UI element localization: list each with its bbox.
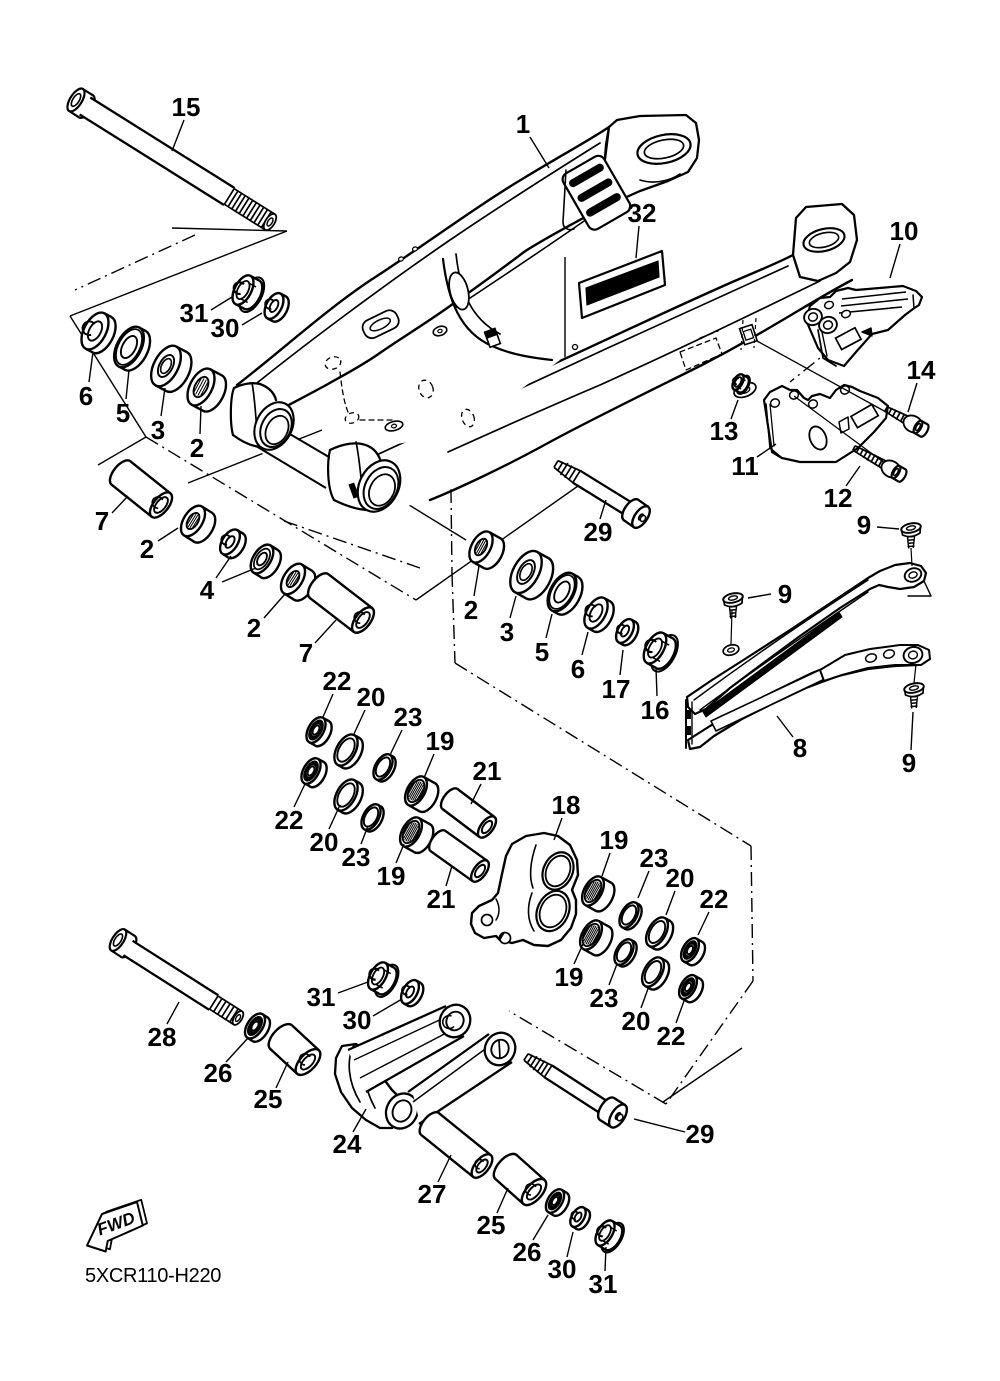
svg-text:25: 25 [254,1084,283,1114]
svg-text:9: 9 [857,510,871,540]
svg-text:21: 21 [427,884,456,914]
svg-text:26: 26 [204,1058,233,1088]
svg-text:20: 20 [310,827,339,857]
svg-text:5: 5 [116,398,130,428]
svg-text:4: 4 [200,575,215,605]
svg-text:2: 2 [140,534,154,564]
svg-text:19: 19 [426,726,455,756]
svg-text:31: 31 [307,982,336,1012]
svg-text:22: 22 [700,884,729,914]
svg-text:16: 16 [641,695,670,725]
svg-text:12: 12 [824,483,853,513]
svg-text:23: 23 [394,702,423,732]
svg-text:8: 8 [793,733,807,763]
svg-text:3: 3 [151,415,165,445]
svg-text:22: 22 [323,666,352,696]
svg-text:25: 25 [477,1210,506,1240]
svg-text:11: 11 [731,451,759,481]
svg-text:3: 3 [500,617,514,647]
svg-text:31: 31 [180,298,209,328]
svg-text:26: 26 [513,1237,542,1267]
svg-text:17: 17 [602,674,631,704]
svg-text:27: 27 [418,1179,447,1209]
svg-text:30: 30 [211,313,240,343]
svg-text:19: 19 [377,861,406,891]
svg-text:19: 19 [600,825,629,855]
svg-text:2: 2 [190,433,204,463]
svg-text:6: 6 [79,381,93,411]
svg-text:28: 28 [148,1022,177,1052]
svg-text:23: 23 [590,983,619,1013]
svg-text:10: 10 [890,216,919,246]
svg-text:15: 15 [172,92,201,122]
svg-text:2: 2 [464,595,478,625]
svg-text:5: 5 [535,637,549,667]
svg-text:9: 9 [778,579,792,609]
svg-text:20: 20 [622,1006,651,1036]
svg-text:31: 31 [589,1269,618,1299]
svg-text:22: 22 [275,805,304,835]
svg-text:7: 7 [299,638,313,668]
svg-text:30: 30 [548,1254,577,1284]
svg-text:29: 29 [584,517,613,547]
svg-text:24: 24 [333,1129,362,1159]
svg-text:23: 23 [640,843,669,873]
svg-text:30: 30 [343,1005,372,1035]
svg-text:9: 9 [902,748,916,778]
svg-text:6: 6 [571,654,585,684]
svg-text:22: 22 [657,1021,686,1051]
svg-text:20: 20 [666,863,695,893]
svg-text:7: 7 [95,506,109,536]
svg-text:2: 2 [247,613,261,643]
svg-text:23: 23 [342,842,371,872]
svg-text:21: 21 [473,756,502,786]
svg-text:14: 14 [907,355,936,385]
svg-text:5XCR110-H220: 5XCR110-H220 [85,1265,221,1287]
svg-text:13: 13 [710,416,739,446]
svg-text:32: 32 [628,198,657,228]
svg-text:1: 1 [516,109,530,139]
svg-text:18: 18 [552,790,581,820]
svg-text:29: 29 [686,1119,715,1149]
svg-text:20: 20 [357,682,386,712]
svg-text:19: 19 [555,962,584,992]
